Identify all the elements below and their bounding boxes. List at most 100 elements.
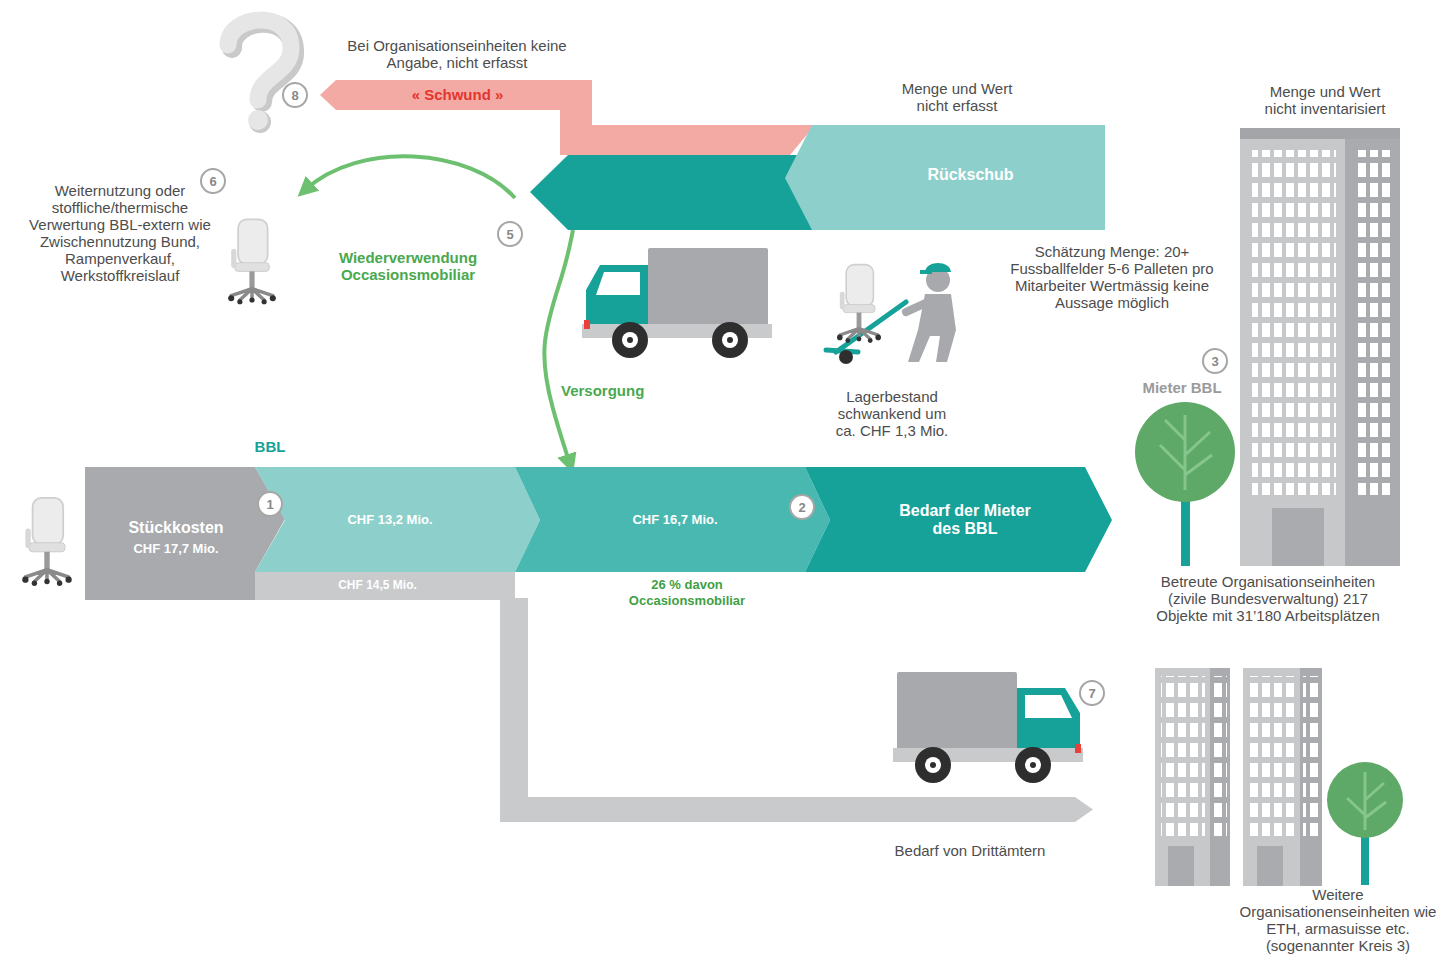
label-slot: Weiternutzung oder stoffliche/thermische… <box>14 182 226 284</box>
worker-figure <box>837 265 881 343</box>
text-slot: CHF 17,7 Mio. <box>97 540 255 558</box>
demand-arrow: Bedarf der Mieter des BBL <box>805 467 1112 572</box>
worker-figure <box>826 263 956 364</box>
office-building <box>1345 139 1400 566</box>
delivery-truck <box>930 762 936 768</box>
label-slot: 2 <box>789 494 815 520</box>
return-band: Rückschub <box>528 125 1105 230</box>
reuse-arrow <box>305 156 515 198</box>
office-building <box>1249 676 1295 836</box>
band-shape <box>255 572 515 600</box>
delivery-truck <box>584 320 590 329</box>
label-slot: 26 % davon Occasionsmobiliar <box>622 577 752 609</box>
office-building <box>1210 668 1230 886</box>
band-shape <box>805 467 1112 572</box>
office-building <box>1168 846 1194 886</box>
label-slot: Bedarf von Drittämtern <box>860 842 1080 859</box>
office-building <box>1240 139 1345 566</box>
office-building <box>1155 668 1230 886</box>
band-shape <box>805 467 1112 572</box>
label-slot: Weitere Organisationenseinheiten wie ETH… <box>1233 886 1443 954</box>
delivery-truck <box>596 272 640 295</box>
delivery-truck <box>897 672 1017 754</box>
annotation-text: BBL <box>255 438 286 455</box>
callout-number: 1 <box>257 491 283 517</box>
office-building <box>1213 676 1227 836</box>
node-title: Stückkosten <box>128 519 223 537</box>
delivery-truck <box>1025 695 1072 718</box>
callout-number: 5 <box>497 221 523 247</box>
text-slot: CHF 13,2 Mio. <box>290 505 490 535</box>
band-shape <box>320 80 815 155</box>
text-slot: CHF 14,5 Mio. <box>255 572 500 600</box>
label-slot: BBL <box>240 438 300 455</box>
label-slot: Schätzung Menge: 20+ Fussballfelder 5-6 … <box>997 243 1227 311</box>
flow-chevron: CHF 13,2 Mio. <box>255 467 540 572</box>
tree <box>1135 402 1235 502</box>
annotation-text: Betreute Organisationseinheiten (zivile … <box>1148 573 1388 624</box>
callout-number: 7 <box>1079 680 1105 706</box>
delivery-truck <box>627 337 633 343</box>
tree <box>1135 402 1235 566</box>
delivery-truck <box>1075 744 1081 753</box>
tree <box>1327 762 1403 885</box>
delivery-truck <box>582 248 772 358</box>
delivery-truck <box>925 757 941 773</box>
callout-number: 3 <box>1202 348 1228 374</box>
cost-strip: CHF 14,5 Mio. <box>255 572 515 600</box>
band-shape <box>530 155 812 230</box>
text-slot: « Schwund » <box>350 80 565 110</box>
office-chair <box>228 219 276 304</box>
worker-figure <box>839 350 853 364</box>
delivery-truck <box>915 747 951 783</box>
annotation-text: Mieter BBL <box>1142 379 1221 396</box>
band-shape <box>515 467 830 572</box>
office-building <box>1240 128 1400 566</box>
flow-chevron: CHF 16,7 Mio. <box>515 467 830 572</box>
band-shape <box>785 125 1105 230</box>
office-building <box>1155 668 1210 886</box>
node-value: CHF 17,7 Mio. <box>133 542 218 557</box>
delivery-truck <box>622 332 638 348</box>
office-building <box>1161 676 1205 836</box>
label-slot: 8 <box>282 82 308 108</box>
label-slot: 1 <box>257 491 283 517</box>
label-slot: Mieter BBL <box>1122 379 1242 396</box>
annotation-text: Bedarf von Drittämtern <box>895 842 1046 859</box>
node-title: CHF 16,7 Mio. <box>632 513 717 528</box>
question-mark <box>228 20 291 100</box>
office-chair <box>22 498 72 586</box>
annotation-text: Wiederverwendung Occasionsmobiliar <box>313 249 503 283</box>
office-building <box>1252 150 1336 495</box>
delivery-truck <box>648 248 768 330</box>
delivery-truck <box>1025 757 1041 773</box>
node-title: Rückschub <box>927 166 1013 184</box>
annotation-text: Weiternutzung oder stoffliche/thermische… <box>14 182 226 284</box>
delivery-truck <box>893 672 1083 783</box>
label-slot: 7 <box>1079 680 1105 706</box>
office-building <box>1240 128 1400 139</box>
annotation-text: Menge und Wert nicht inventarisiert <box>1255 83 1395 117</box>
shrinkage-band: « Schwund » <box>320 80 815 155</box>
office-building <box>1243 668 1300 886</box>
tree <box>1160 415 1212 490</box>
tree <box>1327 762 1403 838</box>
label-slot: Versorgung <box>558 382 647 399</box>
office-building <box>1272 508 1324 566</box>
worker-figure <box>920 270 932 274</box>
label-slot: Menge und Wert nicht erfasst <box>887 80 1027 114</box>
node-title: CHF 14,5 Mio. <box>338 579 417 593</box>
text-slot: Bedarf der Mieter des BBL <box>845 485 1085 555</box>
label-slot: Wiederverwendung Occasionsmobiliar <box>313 249 503 283</box>
office-building <box>1355 150 1391 495</box>
annotation-text: Lagerbestand schwankend um ca. CHF 1,3 M… <box>827 388 957 439</box>
callout-number: 2 <box>789 494 815 520</box>
annotation-text: Schätzung Menge: 20+ Fussballfelder 5-6 … <box>997 243 1227 311</box>
office-building <box>1243 668 1322 886</box>
text-slot: Stückkosten <box>97 517 255 539</box>
tree <box>1347 772 1386 830</box>
delivery-truck <box>722 332 738 348</box>
office-building <box>1300 668 1322 886</box>
